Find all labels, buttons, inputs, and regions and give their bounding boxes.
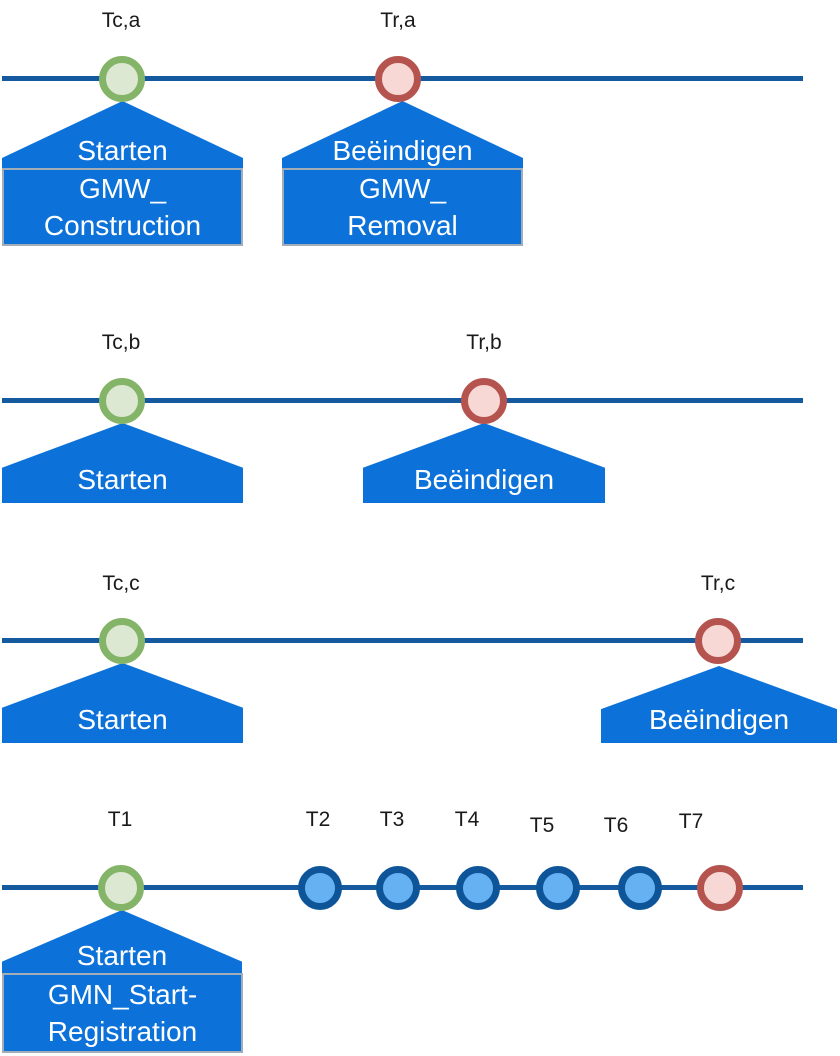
- start-action-callout-b: Starten: [2, 423, 243, 503]
- timeline-b-line: [2, 398, 803, 403]
- process-box-line: Removal: [347, 210, 458, 241]
- process-box-line: GMW_: [358, 173, 447, 204]
- end-event-marker-c: [695, 618, 741, 664]
- end-event-marker-d: [697, 865, 743, 911]
- start-action-callout-d: Starten: [2, 910, 242, 973]
- end-event-marker-a: [375, 56, 421, 102]
- start-event-marker-b: [99, 378, 145, 424]
- intermediate-event-marker-t2: [298, 866, 342, 910]
- time-label-tca: Tc,a: [101, 9, 141, 32]
- process-box-line: GMN_Start-: [47, 979, 198, 1010]
- time-label-t1: T1: [107, 808, 133, 831]
- time-label-t2: T2: [305, 808, 331, 831]
- process-box-line: Registration: [47, 1016, 198, 1047]
- end-action-callout-a: Beëindigen: [282, 101, 523, 168]
- timeline-c-line: [2, 638, 803, 643]
- time-label-trb: Tr,b: [466, 331, 502, 354]
- start-event-marker-d: [98, 865, 144, 911]
- process-box-registration: GMN_Start- Registration: [2, 973, 243, 1053]
- start-event-marker-a: [99, 56, 145, 102]
- time-label-t4: T4: [454, 808, 480, 831]
- time-label-tra: Tr,a: [380, 9, 416, 32]
- intermediate-event-marker-t6: [618, 866, 662, 910]
- start-action-callout-a: Starten: [2, 101, 243, 168]
- end-event-marker-b: [461, 378, 507, 424]
- time-label-trc: Tr,c: [700, 572, 736, 595]
- start-action-callout-c: Starten: [2, 663, 243, 743]
- time-label-tcc: Tc,c: [102, 572, 140, 595]
- time-label-tcb: Tc,b: [101, 331, 141, 354]
- start-event-marker-c: [99, 618, 145, 664]
- intermediate-event-marker-t5: [536, 866, 580, 910]
- process-box-removal: GMW_ Removal: [282, 168, 523, 246]
- end-action-callout-b: Beëindigen: [363, 423, 605, 503]
- process-box-line: GMW_: [78, 173, 167, 204]
- process-box-construction: GMW_ Construction: [2, 168, 243, 246]
- intermediate-event-marker-t3: [376, 866, 420, 910]
- time-label-t3: T3: [379, 808, 405, 831]
- time-label-t7: T7: [678, 810, 704, 833]
- process-box-line: Construction: [43, 210, 202, 241]
- time-label-t5: T5: [529, 814, 555, 837]
- time-label-t6: T6: [603, 814, 629, 837]
- intermediate-event-marker-t4: [456, 866, 500, 910]
- end-action-callout-c: Beëindigen: [601, 666, 837, 743]
